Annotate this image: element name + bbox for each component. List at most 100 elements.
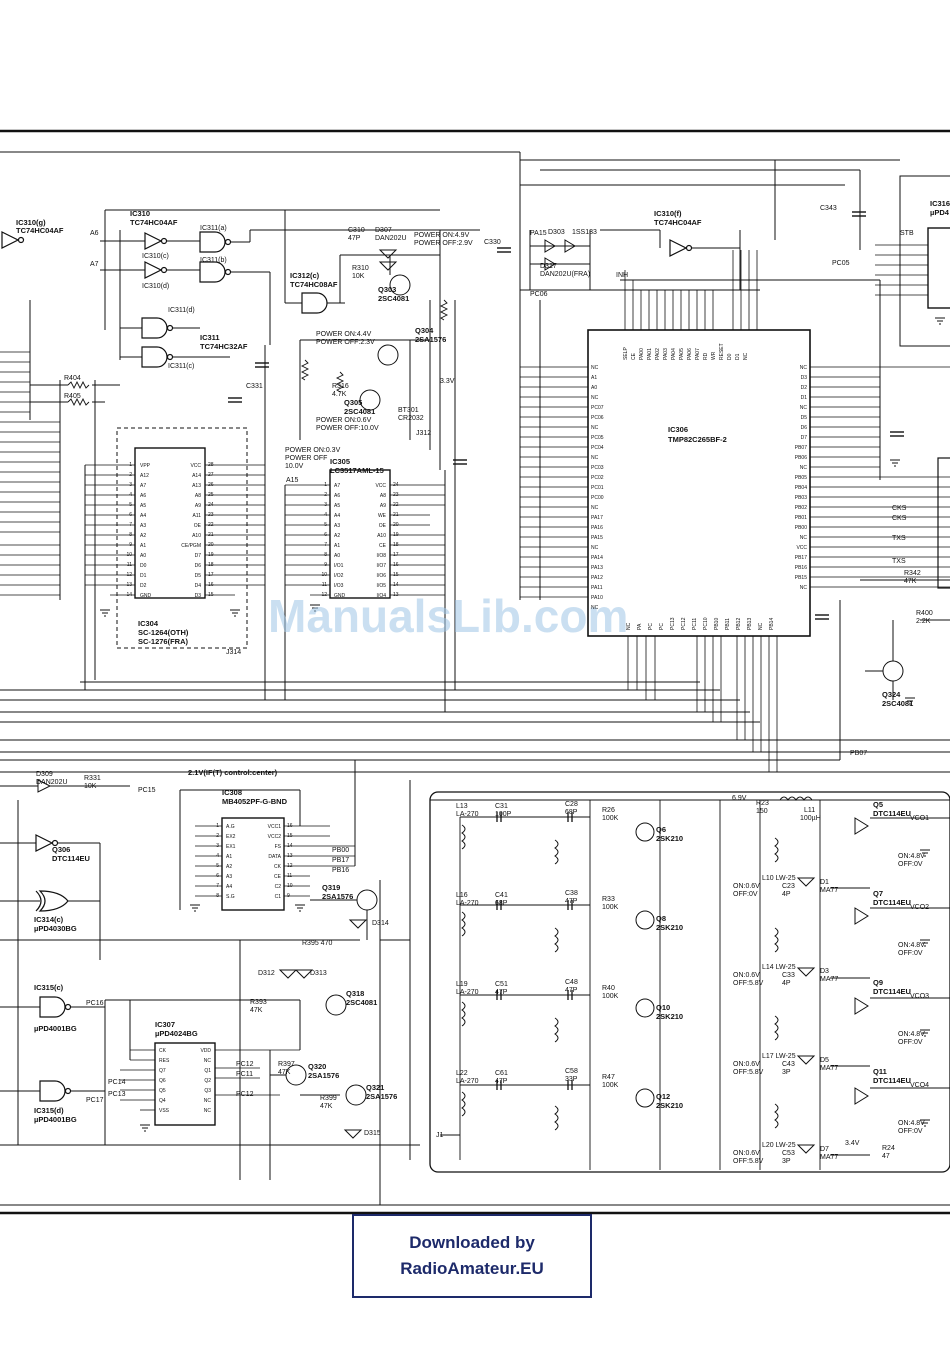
- rf-dtc-part: DTC114EU: [873, 1076, 911, 1085]
- ic307-part: µPD4024BG: [155, 1029, 198, 1038]
- rf-bias-on: ON:0.6V: [733, 1061, 760, 1068]
- label-pb17: PB17: [332, 857, 349, 864]
- ic306-part: TMP82C265BF-2: [668, 435, 727, 444]
- ic304-pin-number: 22: [208, 522, 214, 528]
- label-r24v: 47: [882, 1153, 890, 1160]
- rf-coil-value: LA-270: [456, 989, 479, 996]
- rf-on-label: ON:4.8V: [898, 942, 925, 949]
- ic304-pin-number: 24: [208, 502, 214, 508]
- label-v69: 6.9V: [732, 795, 747, 802]
- label-q305: Q305: [344, 398, 362, 407]
- ic306-pin-label: NC: [800, 365, 808, 371]
- ic305-pin-number: 8: [324, 552, 327, 558]
- rf-diode-part: MA77: [820, 976, 838, 983]
- rf-cap2-label: C28: [565, 801, 578, 808]
- ic308-pin-label: VCC1: [268, 824, 282, 830]
- download-credit-link[interactable]: RadioAmateur.EU: [400, 1259, 544, 1278]
- ic306-pin-label: PA04: [671, 348, 677, 360]
- label-c310: C310: [348, 227, 365, 234]
- rf-diode-label: D3: [820, 968, 829, 975]
- ic305-pin-number: 9: [324, 562, 327, 568]
- ic304-pin-label: D7: [195, 553, 202, 559]
- label-r24: R24: [882, 1145, 895, 1152]
- ic307-pin-label: VSS: [159, 1108, 170, 1114]
- ic305-pin-number: 10: [321, 572, 327, 578]
- ic304-pin-label: VCC: [190, 463, 201, 469]
- label-q319-part: 2SA1576: [322, 892, 353, 901]
- ic305-pin-label: I/O3: [334, 583, 344, 589]
- rf-coil-label: L16: [456, 892, 468, 899]
- rf-c-capv: 3P: [782, 1069, 791, 1076]
- rf-coil-value: LA-270: [456, 1078, 479, 1085]
- ic305-pin-label: A2: [334, 533, 340, 539]
- ic306-pin-label: PA01: [647, 348, 653, 360]
- label-q318-part: 2SC4081: [346, 998, 377, 1007]
- ic304-pin-number: 9: [129, 542, 132, 548]
- label-pc15: PC15: [138, 787, 156, 794]
- ic304-pin-label: D2: [140, 583, 147, 589]
- rf-dtc-label: Q5: [873, 800, 883, 809]
- ic307-pin-label: Q2: [204, 1078, 211, 1084]
- ic304-pin-number: 26: [208, 482, 214, 488]
- label-r316v: 4.7K: [332, 391, 347, 398]
- ic308-pin-label: A.G: [226, 824, 235, 830]
- label-q303: Q303: [378, 285, 396, 294]
- ic304-part1: SC-1264(OTH): [138, 628, 189, 637]
- label-r393v: 47K: [250, 1007, 263, 1014]
- rf-diode-part: MA77: [820, 1065, 838, 1072]
- ic306-pin-label: D2: [801, 385, 808, 391]
- ic304-pin-number: 20: [208, 542, 214, 548]
- ic306-pin-label: NC: [626, 622, 632, 630]
- ic304-pin-number: 4: [129, 492, 132, 498]
- label-d314: D314: [372, 920, 389, 927]
- ic304-pin-label: A4: [140, 513, 146, 519]
- label-q321: Q321: [366, 1083, 384, 1092]
- ic306-pin-label: PA14: [591, 555, 603, 561]
- rf-diode-part: MA77: [820, 1154, 838, 1161]
- ic306-pin-label: PC04: [591, 445, 604, 451]
- ic305-a15: A15: [286, 477, 299, 484]
- ic306-pin-label: PC06: [591, 415, 604, 421]
- rf-res-label: R33: [602, 896, 615, 903]
- ic305-pin-number: 18: [393, 542, 399, 548]
- label-ic310f: IC310(f): [654, 209, 682, 218]
- ic305-pin-number: 17: [393, 552, 399, 558]
- ic306-pin-label: NC: [591, 605, 599, 611]
- rf-coil-label: L22: [456, 1070, 468, 1077]
- ic304-pin-number: 14: [126, 592, 132, 598]
- rf-cap2-label: C38: [565, 890, 578, 897]
- label-r331: R331: [84, 775, 101, 782]
- ic305-pin-number: 14: [393, 582, 399, 588]
- ic305-pin-label: A7: [334, 483, 340, 489]
- ic306-pin-label: PA00: [639, 348, 645, 360]
- ic304-pin-label: GND: [140, 593, 152, 599]
- download-credit-box[interactable]: Downloaded by RadioAmateur.EU: [352, 1214, 592, 1298]
- watermark: ManualsLib.com: [268, 590, 628, 642]
- rf-vco-label: VCO1: [910, 815, 929, 822]
- ic304-pin-label: D0: [140, 563, 147, 569]
- ic306-pin-label: PB13: [747, 618, 753, 630]
- ic305-pin-number: 7: [324, 542, 327, 548]
- label-r405: R405: [64, 393, 81, 400]
- label-q306: Q306: [52, 845, 70, 854]
- ic306-pin-label: PB00: [795, 525, 807, 531]
- ic306-pin-label: D1: [735, 353, 741, 360]
- ic306-pin-label: PA15: [591, 535, 603, 541]
- rf-on-label: ON:4.8V: [898, 853, 925, 860]
- rf-bias-off: OFF:0V: [733, 891, 758, 898]
- ic306-pin-label: PA06: [687, 348, 693, 360]
- label-q306-part: DTC114EU: [52, 854, 90, 863]
- ic307-name: IC307: [155, 1020, 175, 1029]
- ic305-pin-label: I/O2: [334, 573, 344, 579]
- ic305-note3: 10.0V: [285, 463, 304, 470]
- ic304-pin-number: 11: [127, 562, 132, 568]
- ic308-pin-label: FS: [275, 844, 282, 850]
- label-d309-part: DAN202U: [36, 779, 68, 786]
- ic306-pin-label: D6: [801, 425, 808, 431]
- ic305-pin-label: WE: [378, 513, 387, 519]
- label-ic312c: IC312(c): [290, 271, 320, 280]
- label-r23v: 150: [756, 808, 768, 815]
- label-stb: STB: [900, 230, 914, 237]
- ic305-note1: POWER ON:0.3V: [285, 447, 341, 454]
- rf-vco-label: VCO3: [910, 993, 929, 1000]
